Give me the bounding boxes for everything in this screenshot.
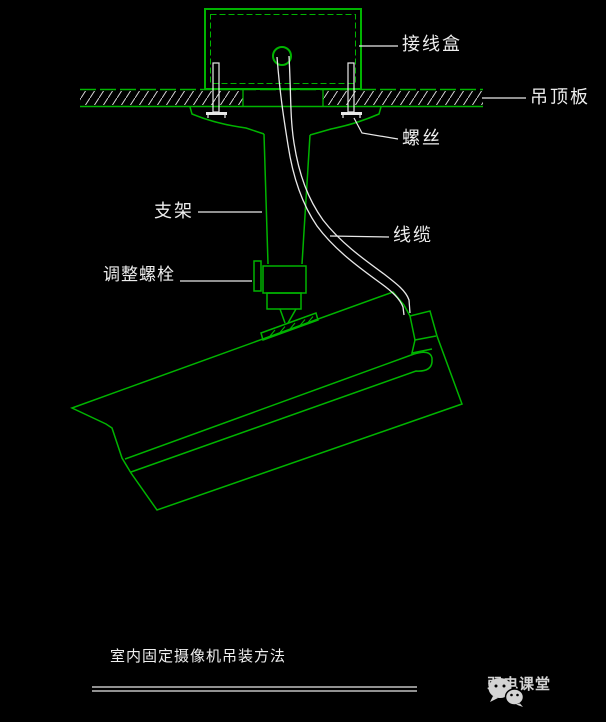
watermark: 弱电课堂 — [487, 677, 551, 707]
junction-box-label: 接线盒 — [402, 34, 462, 55]
ceiling-panel-drawing — [80, 88, 483, 108]
screw-left-drawing — [206, 62, 227, 118]
cable-drawing — [276, 55, 411, 316]
adjust-bolt-label: 调整螺栓 — [103, 265, 175, 285]
screw-right-drawing — [341, 62, 362, 118]
junction-box-drawing — [204, 8, 362, 90]
cable-label: 线缆 — [393, 225, 433, 246]
title-underline — [92, 686, 417, 692]
leader-cable — [329, 235, 390, 238]
bracket-label: 支架 — [154, 201, 194, 222]
leader-lines — [180, 45, 526, 282]
sun-shield-rim — [124, 351, 433, 473]
adjustment-assembly-drawing — [253, 260, 319, 341]
screw-label: 螺丝 — [402, 128, 442, 149]
diagram-title: 室内固定摄像机吊装方法 — [110, 647, 287, 665]
bracket-drawing — [189, 106, 382, 265]
cable-entry-hole — [272, 46, 292, 66]
mount-pad — [260, 312, 319, 341]
camera-drawing — [70, 291, 463, 511]
leader-screw — [353, 117, 399, 140]
wechat-icon — [488, 678, 525, 707]
ceiling-panel-label: 吊顶板 — [530, 87, 590, 108]
adjust-bolt-shape — [253, 260, 262, 292]
